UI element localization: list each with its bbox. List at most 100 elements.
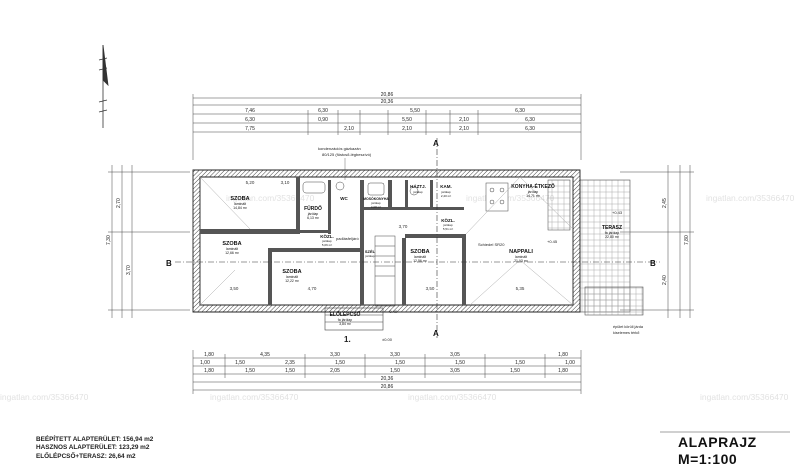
dim-label: 1,50	[510, 368, 520, 374]
annotations: kondenzációs gázkazán 80/125 (füstcső-lé…	[318, 146, 644, 344]
dim-label: 1,50	[455, 360, 465, 366]
attic-note: padlásfeljáró	[336, 236, 359, 241]
room-floor: járólap	[412, 190, 422, 194]
room-floor: laminált	[286, 275, 298, 279]
room-area: 2,40 m²	[441, 194, 451, 198]
dim-label: 4,70	[308, 286, 317, 291]
room-label: FÜRDŐ járólap 6,13 m²	[304, 205, 322, 220]
watermark-text: ingatlan.com/35366470	[210, 392, 299, 402]
dim-label: 1,50	[335, 360, 345, 366]
interior-dimensions: 5,20 3,10 3,70 3,50 4,70 3,50 5,35	[230, 180, 525, 291]
room-floor: járólap	[364, 254, 374, 258]
boiler-sub-note: 80/125 (füstcső-légbeszívó)	[322, 152, 372, 157]
dim-label: 1,80	[558, 352, 568, 358]
room-name: SZOBA	[222, 241, 241, 247]
room-label: SZÉL járólap	[364, 249, 375, 258]
room-floor: laminált	[414, 255, 426, 259]
drawing-title: ALAPRAJZ M=1:100	[678, 434, 757, 467]
room-name: KÖZL.	[320, 233, 334, 239]
section-label: B	[166, 259, 172, 268]
area-summary: BEÉPÍTETT ALAPTERÜLET: 156,94 m2 HASZNOS…	[36, 436, 153, 461]
room-name: ELŐLÉPCSŐ	[330, 310, 361, 318]
dim-label: 2,10	[459, 117, 469, 123]
room-floor: járólap	[370, 201, 380, 205]
room-name: SZOBA	[282, 269, 301, 275]
dim-label: 7,46	[245, 108, 255, 114]
dim-label: 6,30	[525, 126, 535, 132]
room-label: NAPPALI laminált 21,13 m²	[509, 249, 533, 263]
dim-bottom-outer: 20,86	[381, 384, 394, 390]
room-name: HÁZTJ.	[410, 183, 426, 189]
terrace-note: épület körüli járda	[613, 325, 644, 329]
dim-label: 1,50	[235, 360, 245, 366]
watermark-text: ingatlan.com/35366470	[700, 392, 789, 402]
room-label: SZOBA laminált 12,56 m²	[410, 249, 429, 263]
dim-label: 3,10	[281, 180, 290, 185]
dim-label: 1,50	[515, 360, 525, 366]
dim-label: 2,05	[330, 368, 340, 374]
dim-right-total: 7,80	[684, 235, 690, 245]
dim-label: 3,30	[330, 352, 340, 358]
watermark-text: ingatlan.com/35366470	[706, 193, 795, 203]
room-name: KONYHA-ÉTKEZŐ	[511, 182, 555, 190]
room-name: KAM.	[440, 184, 452, 189]
fixtures	[302, 179, 571, 307]
room-name: FÜRDŐ	[304, 205, 322, 212]
built-area: BEÉPÍTETT ALAPTERÜLET: 156,94 m2	[36, 436, 154, 443]
dim-label: 3,50	[426, 286, 435, 291]
section-label: A	[433, 139, 439, 148]
right-dimension-labels: 7,80 2,45 2,40	[662, 198, 690, 285]
dim-label: 2,70	[116, 198, 122, 208]
room-area: 12,66 m²	[225, 251, 240, 255]
terrace	[579, 179, 644, 316]
dim-label: 0,90	[318, 117, 328, 123]
room-labels: SZOBA laminált 14,84 m² FÜRDŐ járólap 6,…	[222, 182, 622, 326]
watermark-text: ingatlan.com/35366470	[0, 392, 89, 402]
dim-label: 6,30	[525, 117, 535, 123]
useful-area: HASZNOS ALAPTERÜLET: 123,29 m2	[36, 444, 150, 452]
section-label: A	[433, 329, 439, 338]
terrace-note-2: kiselemes térkő	[613, 331, 639, 335]
dim-label: 1,50	[395, 360, 405, 366]
room-floor: járólap	[440, 190, 450, 194]
boiler-note: kondenzációs gázkazán	[318, 146, 361, 151]
dim-label: 1,80	[204, 352, 214, 358]
room-label: KONYHA-ÉTKEZŐ járólap 14,71 m²	[511, 182, 555, 198]
dim-label: 1,00	[565, 360, 575, 366]
bottom-dimension-labels: 1,80 4,35 3,30 3,30 3,05 1,80 1,00 1,50 …	[200, 352, 575, 390]
room-area: 14,84 m²	[233, 206, 248, 210]
interior-walls	[200, 177, 466, 305]
room-area: 21,13 m²	[514, 259, 529, 263]
room-label: TERASZ fa járólap 22,80 m²	[602, 225, 622, 239]
room-label: SZOBA laminált 12,66 m²	[222, 241, 241, 255]
room-label: ELŐLÉPCSŐ fa járólap 3,84 m²	[330, 310, 361, 326]
dim-label: 6,30	[245, 117, 255, 123]
chimney-note: Schiedel SR20	[478, 242, 505, 247]
level-step: -0.40	[388, 309, 398, 314]
dim-left-total: 7,30	[106, 235, 112, 245]
dim-label: 2,45	[662, 198, 668, 208]
watermark-text: ingatlan.com/35366470	[226, 193, 315, 203]
dim-label: 3,05	[450, 368, 460, 374]
drawing-scale: M=1:100	[678, 451, 738, 467]
section-label: B	[650, 259, 656, 268]
room-name: MOSÓKONYHA	[363, 196, 389, 201]
dim-label: 5,50	[402, 117, 412, 123]
room-label: WC	[340, 196, 348, 201]
room-area: 12,22 m²	[285, 279, 300, 283]
dim-label: 2,35	[285, 360, 295, 366]
room-area: 3,84 m²	[339, 322, 352, 326]
room-label: MOSÓKONYHA járólap 4,08 m²	[363, 196, 389, 209]
room-name: KÖZL.	[441, 217, 455, 223]
dim-label: 5,20	[246, 180, 255, 185]
dim-label: 2,10	[402, 126, 412, 132]
dim-top-inner: 20,36	[381, 99, 394, 105]
dim-top-total: 20,86	[381, 92, 394, 98]
watermark-text: ingatlan.com/35366470	[466, 193, 555, 203]
dim-label: 2,10	[344, 126, 354, 132]
level-terrace-2: +0.43	[612, 210, 623, 215]
north-arrow-icon	[98, 44, 109, 128]
dim-label: 3,70	[126, 265, 132, 275]
room-floor: járólap	[442, 223, 452, 227]
